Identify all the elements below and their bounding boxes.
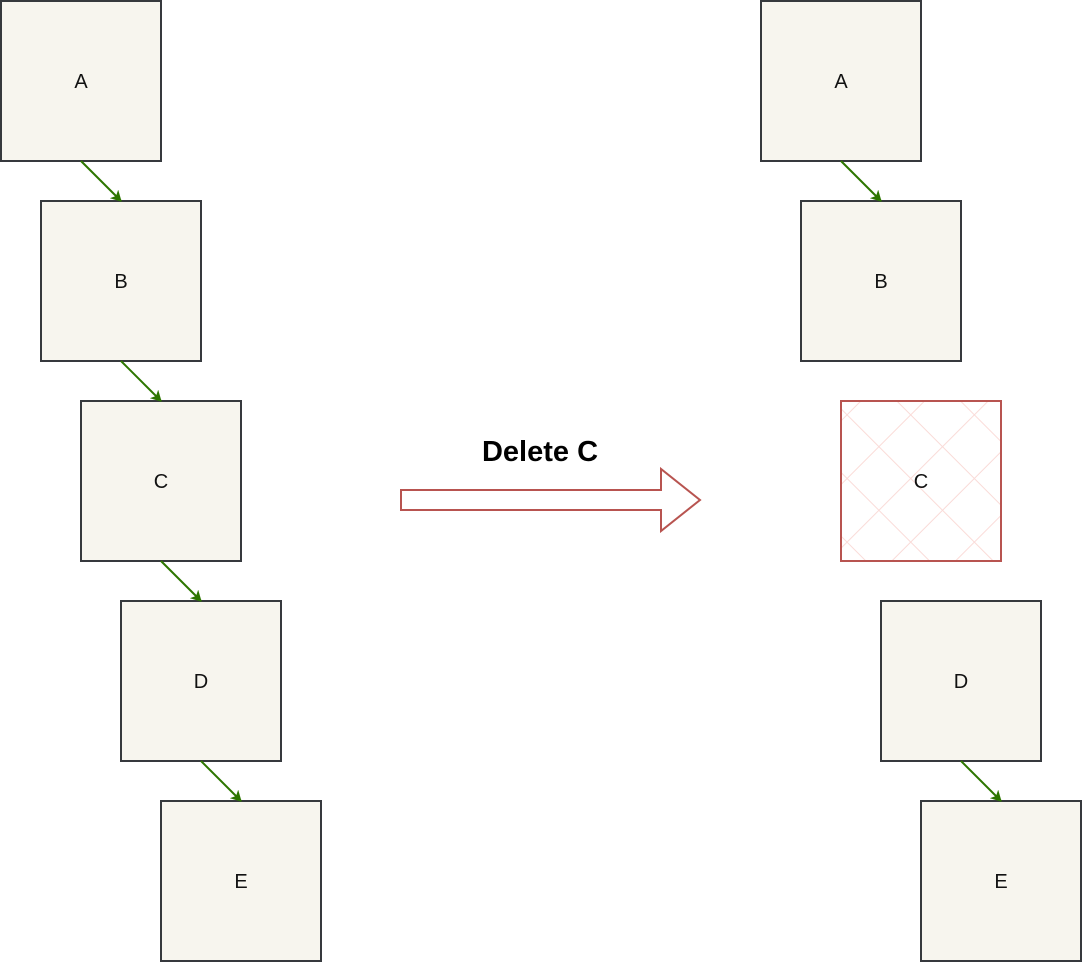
node-label: C xyxy=(154,471,168,493)
operation-arrow: Delete C xyxy=(400,436,702,534)
before-edge-b-c xyxy=(120,360,162,402)
node-label: B xyxy=(874,271,887,293)
node-box xyxy=(160,800,322,962)
before-list: A B C D E xyxy=(0,0,322,962)
node-label: E xyxy=(994,871,1007,893)
after-node-d[interactable]: D xyxy=(880,600,1042,762)
after-node-b[interactable]: B xyxy=(800,200,962,362)
node-label: E xyxy=(234,871,247,893)
after-node-a[interactable]: A xyxy=(760,0,922,162)
node-box xyxy=(40,200,202,362)
node-label: C xyxy=(914,471,928,493)
node-box xyxy=(0,0,162,162)
node-label: A xyxy=(834,71,848,93)
after-edge-d-e xyxy=(960,760,1002,802)
node-box xyxy=(800,200,962,362)
after-list: A B C D E xyxy=(760,0,1082,962)
node-box xyxy=(920,800,1082,962)
node-label: D xyxy=(194,671,208,693)
node-label: D xyxy=(954,671,968,693)
node-box xyxy=(760,0,922,162)
after-edge-a-b xyxy=(840,160,882,202)
before-edge-d-e xyxy=(200,760,242,802)
after-node-c[interactable]: C xyxy=(840,400,1002,562)
deleted-node-box xyxy=(840,400,1002,562)
before-node-c[interactable]: C xyxy=(80,400,242,562)
after-node-e[interactable]: E xyxy=(920,800,1082,962)
before-edge-a-b xyxy=(80,160,122,202)
before-edge-c-d xyxy=(160,560,202,602)
before-node-a[interactable]: A xyxy=(0,0,162,162)
node-box xyxy=(120,600,282,762)
before-node-d[interactable]: D xyxy=(120,600,282,762)
operation-label: Delete C xyxy=(482,436,598,468)
node-label: A xyxy=(74,71,88,93)
block-arrow-icon xyxy=(400,466,702,534)
before-node-b[interactable]: B xyxy=(40,200,202,362)
before-node-e[interactable]: E xyxy=(160,800,322,962)
node-label: B xyxy=(114,271,127,293)
